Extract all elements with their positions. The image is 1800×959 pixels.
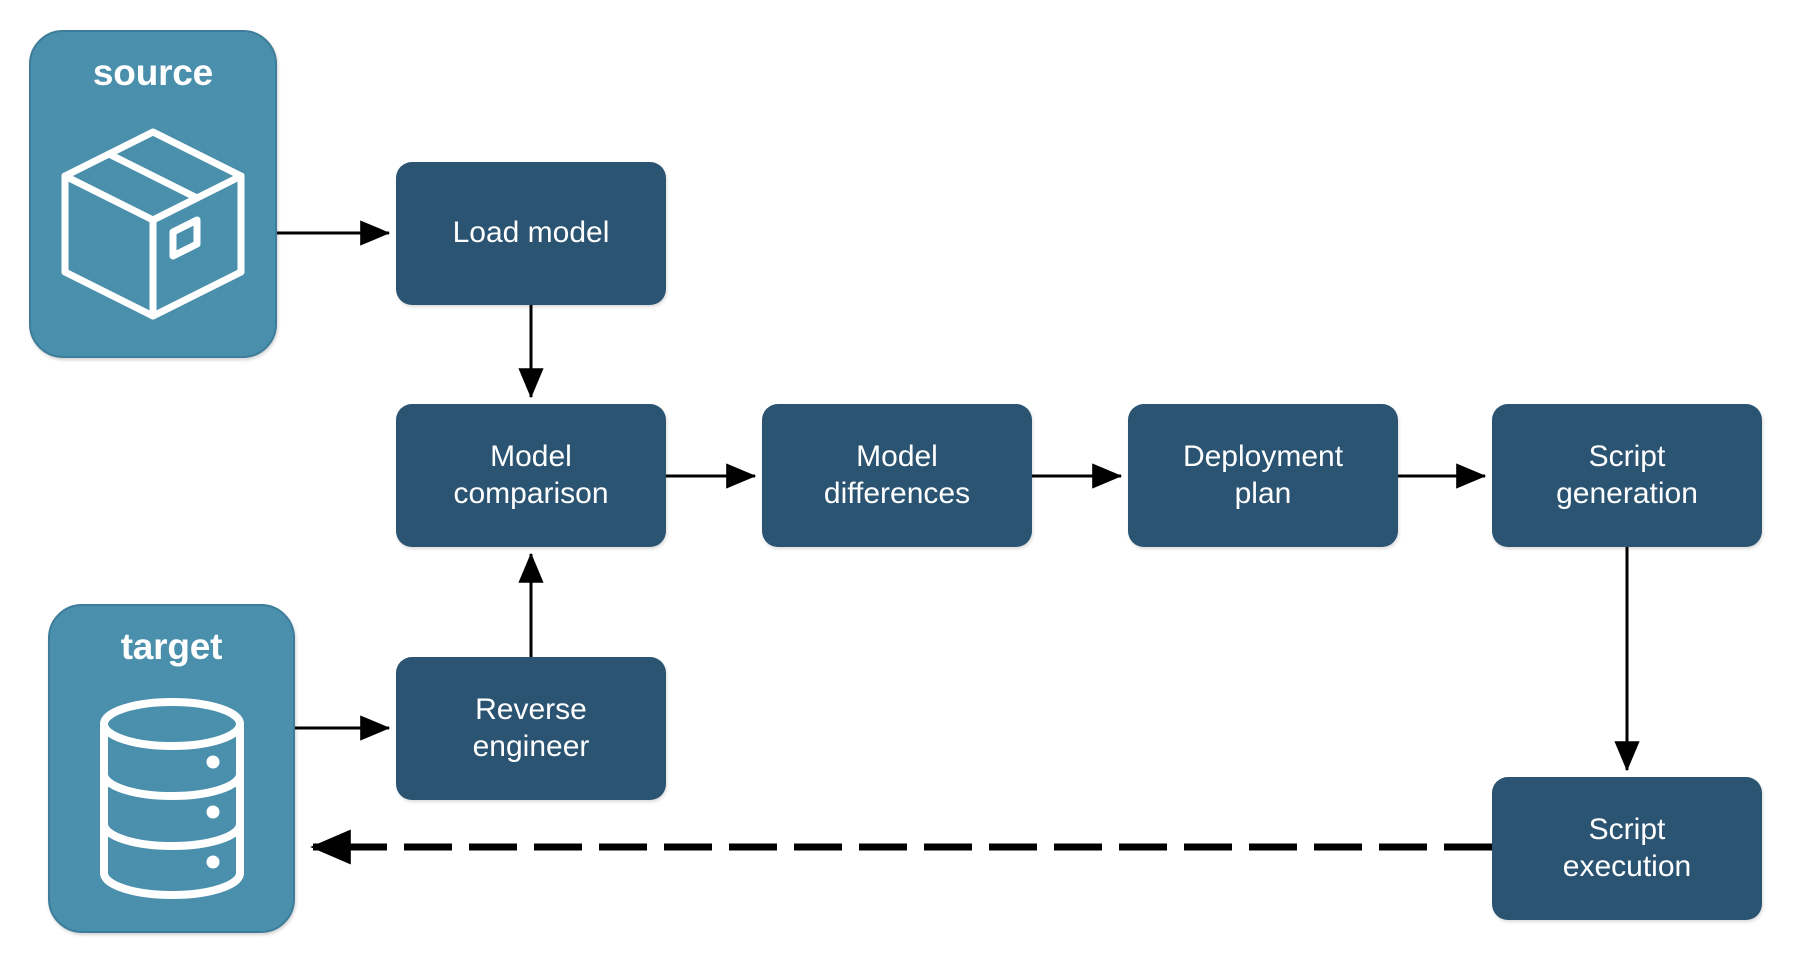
process-reverse-engineer-label: Reverse engineer: [472, 692, 590, 763]
process-script-generation[interactable]: Script generation: [1492, 404, 1762, 547]
process-deployment-plan-label: Deployment plan: [1182, 439, 1344, 510]
endpoint-target[interactable]: target: [48, 604, 295, 933]
endpoint-target-label: target: [120, 626, 223, 667]
process-load-model[interactable]: Load model: [396, 162, 666, 305]
process-model-differences[interactable]: Model differences: [762, 404, 1032, 547]
endpoint-source[interactable]: source: [29, 30, 277, 358]
process-model-comparison[interactable]: Model comparison: [396, 404, 666, 547]
process-model-comparison-label: Model comparison: [453, 439, 609, 510]
database-cylinder-icon: [50, 665, 293, 931]
process-reverse-engineer[interactable]: Reverse engineer: [396, 657, 666, 800]
process-script-execution[interactable]: Script execution: [1492, 777, 1762, 920]
endpoint-source-label: source: [92, 52, 214, 93]
process-load-model-label: Load model: [452, 216, 610, 250]
process-script-generation-label: Script generation: [1556, 439, 1698, 510]
process-model-differences-label: Model differences: [823, 439, 971, 510]
package-box-icon: [31, 91, 275, 356]
process-script-execution-label: Script execution: [1562, 812, 1692, 883]
process-deployment-plan[interactable]: Deployment plan: [1128, 404, 1398, 547]
